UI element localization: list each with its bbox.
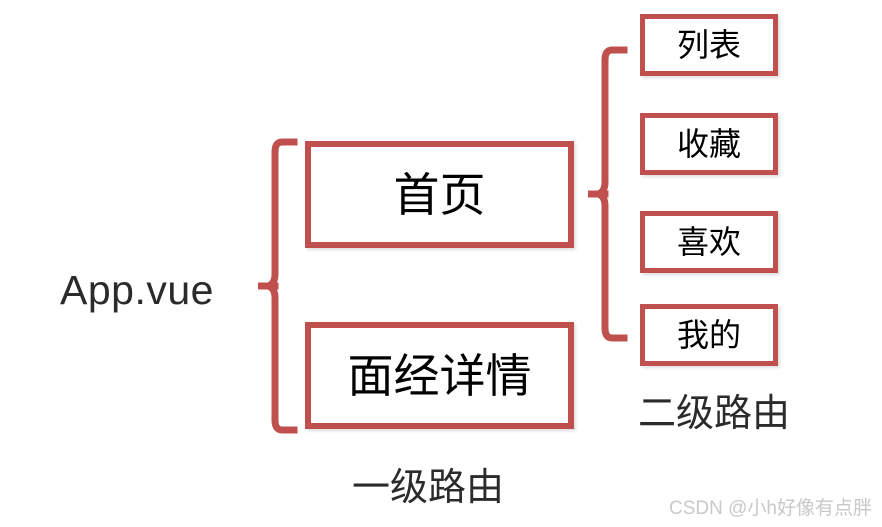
level2-node-favorite[interactable]: 收藏 (640, 113, 778, 175)
level1-node-detail[interactable]: 面经详情 (305, 322, 574, 429)
level2-node-mine[interactable]: 我的 (640, 304, 778, 366)
level2-node-list[interactable]: 列表 (640, 14, 778, 76)
level1-node-detail-label: 面经详情 (347, 349, 532, 402)
watermark-text: CSDN @小h好像有点胖 (669, 498, 872, 519)
curly-brace-level1-svg (255, 138, 298, 434)
curly-brace-level2-svg (585, 46, 628, 342)
curly-brace-left-icon (255, 136, 300, 436)
level2-node-favorite-label: 收藏 (676, 126, 741, 162)
level1-node-home-label: 首页 (393, 168, 486, 221)
level2-node-list-label: 列表 (676, 27, 741, 63)
level2-node-like[interactable]: 喜欢 (640, 211, 778, 273)
level2-node-like-label: 喜欢 (676, 224, 741, 260)
level1-caption: 一级路由 (352, 467, 505, 509)
level2-caption: 二级路由 (638, 393, 791, 435)
level2-node-mine-label: 我的 (676, 317, 741, 353)
root-node-label: App.vue (60, 267, 214, 313)
level1-node-home[interactable]: 首页 (305, 141, 574, 248)
curly-brace-left-icon (585, 44, 630, 344)
